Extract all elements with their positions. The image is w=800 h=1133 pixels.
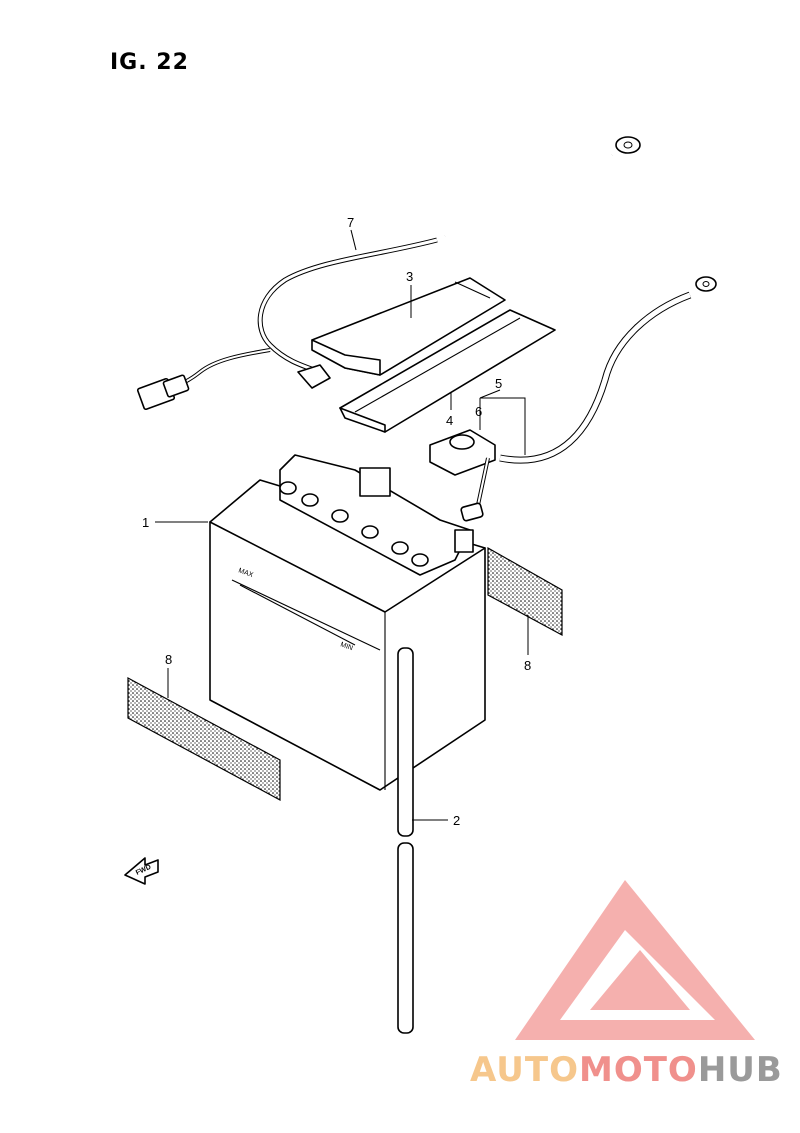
watermark-hub: HUB xyxy=(697,1050,783,1090)
battery-pad-left xyxy=(127,676,281,802)
max-marking: MAX xyxy=(237,567,254,579)
watermark-moto: MOTO xyxy=(578,1050,698,1090)
battery-terminals xyxy=(279,467,474,567)
breather-tube xyxy=(397,647,414,1034)
callout-leaders xyxy=(155,229,529,821)
min-marking: MIN xyxy=(339,641,353,652)
callout-3: 3 xyxy=(406,269,413,284)
battery-strap-lower xyxy=(339,309,556,433)
watermark-auto: AUTO xyxy=(470,1050,579,1090)
callout-2: 2 xyxy=(453,813,460,828)
watermark-wordmark: AUTOMOTOHUB xyxy=(470,1050,783,1090)
forward-direction-arrow: FWD xyxy=(124,857,159,885)
terminal-cover xyxy=(429,429,496,522)
callout-4: 4 xyxy=(446,413,453,428)
positive-lead-cable xyxy=(499,276,717,464)
battery-strap-upper xyxy=(311,277,506,376)
callout-1: 1 xyxy=(142,515,149,530)
battery-body xyxy=(209,454,486,791)
watermark-logo xyxy=(515,880,755,1040)
figure-title: IG. 22 xyxy=(110,50,189,75)
callout-6: 6 xyxy=(475,404,482,419)
battery-pad-right xyxy=(487,546,563,637)
negative-lead-cable xyxy=(136,136,641,411)
callout-8-left: 8 xyxy=(165,652,172,667)
callout-8-right: 8 xyxy=(524,658,531,673)
callout-7: 7 xyxy=(347,215,354,230)
callout-5: 5 xyxy=(495,376,502,391)
